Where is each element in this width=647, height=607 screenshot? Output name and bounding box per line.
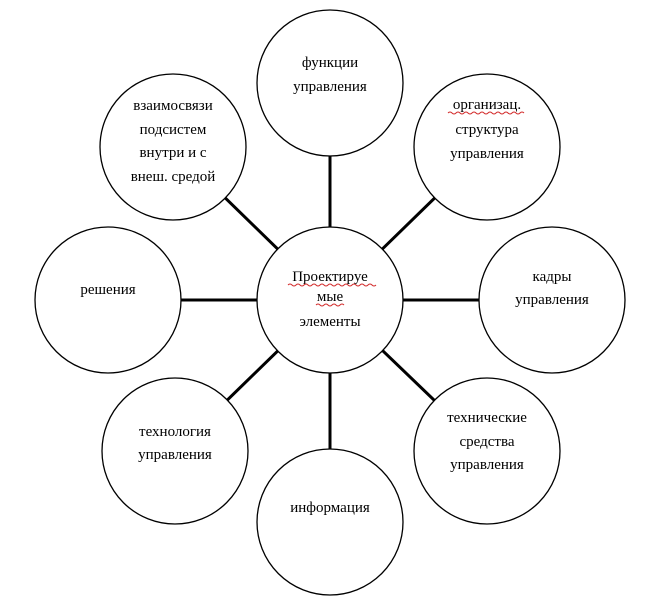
center-node: Проектируе мые элементы: [256, 226, 404, 374]
spell-underline-3: [447, 111, 525, 115]
node-tech-means-line-2: средства: [459, 434, 514, 450]
node-interrelations-circle: [99, 73, 247, 221]
node-personnel-circle: [478, 226, 626, 374]
node-interrelations-line-3: внутри и с: [139, 145, 206, 161]
node-personnel: кадры управления: [478, 226, 626, 374]
node-org-structure-line-2: структура: [455, 122, 519, 138]
node-interrelations: взаимосвязи подсистем внутри и с внеш. с…: [99, 73, 247, 221]
node-org-structure: организац. структура управления: [413, 73, 561, 221]
node-functions-line-2: управления: [293, 79, 367, 95]
node-org-structure-circle: [413, 73, 561, 221]
node-tech-means-line-1: технические: [447, 410, 527, 426]
center-node-line-1: Проектируе: [292, 269, 368, 285]
node-technology: технология управления: [101, 377, 249, 525]
center-node-line-2: мые: [317, 289, 344, 305]
node-functions-circle: [256, 9, 404, 157]
node-tech-means-circle: [413, 377, 561, 525]
node-interrelations-line-2: подсистем: [140, 122, 207, 138]
center-node-circle: [256, 226, 404, 374]
node-org-structure-line-3: управления: [450, 146, 524, 162]
node-interrelations-line-4: внеш. средой: [131, 169, 216, 185]
node-tech-means: технические средства управления: [413, 377, 561, 525]
node-decisions-circle: [34, 226, 182, 374]
node-information-circle: [256, 448, 404, 596]
node-technology-line-2: управления: [138, 447, 212, 463]
node-technology-line-1: технология: [139, 424, 211, 440]
node-technology-circle: [101, 377, 249, 525]
node-org-structure-line-1: организац.: [453, 97, 521, 113]
node-functions: функции управления: [256, 9, 404, 157]
center-node-line-3: элементы: [299, 314, 360, 330]
node-personnel-line-1: кадры: [533, 269, 572, 285]
node-information-line-1: информация: [290, 500, 370, 516]
node-functions-line-1: функции: [302, 55, 358, 71]
node-personnel-line-2: управления: [515, 292, 589, 308]
node-decisions-line-1: решения: [80, 282, 135, 298]
spell-underline-2: [315, 303, 345, 307]
node-information: информация: [256, 448, 404, 596]
node-decisions: решения: [34, 226, 182, 374]
node-interrelations-line-1: взаимосвязи: [133, 98, 212, 114]
spell-underline-1: [287, 283, 377, 287]
node-tech-means-line-3: управления: [450, 457, 524, 473]
